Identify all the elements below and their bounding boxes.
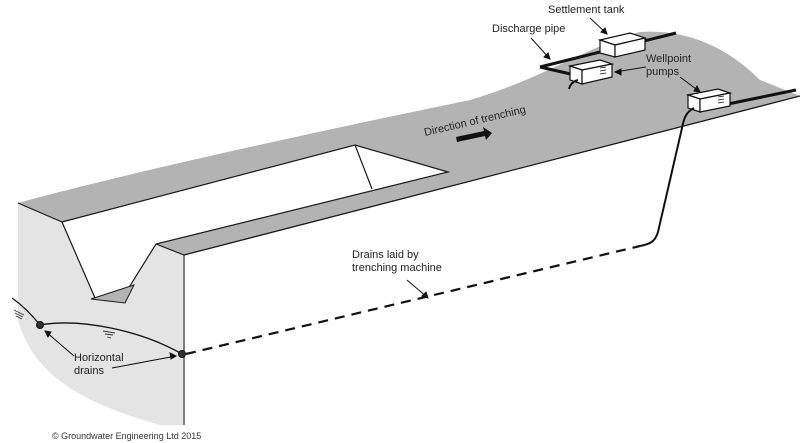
soil-cross-section: [18, 203, 183, 425]
ground-ridge-edge: [155, 243, 185, 256]
label-horizontal-drains-2: drains: [74, 365, 104, 377]
wellpoint-pump-1: [567, 59, 615, 90]
copyright-notice: © Groundwater Engineering Ltd 2015: [52, 431, 201, 441]
direction-arrow-icon: [456, 127, 492, 142]
suction-pipe: [639, 107, 695, 247]
horizontal-drain-2: [178, 350, 186, 358]
wellpoint-pump-2: [685, 88, 733, 113]
label-wellpoint-pumps-2: pumps: [646, 66, 680, 78]
label-drains-2: trenching machine: [352, 262, 442, 274]
leader-arrows: [44, 17, 701, 369]
water-table: [11, 297, 183, 355]
trench-end-wall: [354, 144, 373, 190]
label-wellpoint-pumps-1: Wellpoint: [646, 53, 691, 65]
horizontal-drain-1: [36, 321, 44, 329]
trench-floor: [90, 284, 135, 304]
label-settlement-tank: Settlement tank: [548, 4, 625, 16]
water-table-symbol-1: [13, 309, 25, 320]
label-drains-1: Drains laid by: [352, 249, 419, 261]
ground-surface: [18, 31, 800, 255]
header-pipe: [727, 88, 797, 106]
label-discharge-pipe: Discharge pipe: [492, 23, 565, 35]
drain-dashed-line: [185, 244, 641, 356]
water-table-symbol-2: [102, 330, 116, 339]
ground-front-edge: [183, 95, 800, 256]
label-horizontal-drains-1: Horizontal: [74, 352, 124, 364]
settlement-tank: [597, 32, 648, 58]
ground-left-edge: [17, 202, 63, 223]
